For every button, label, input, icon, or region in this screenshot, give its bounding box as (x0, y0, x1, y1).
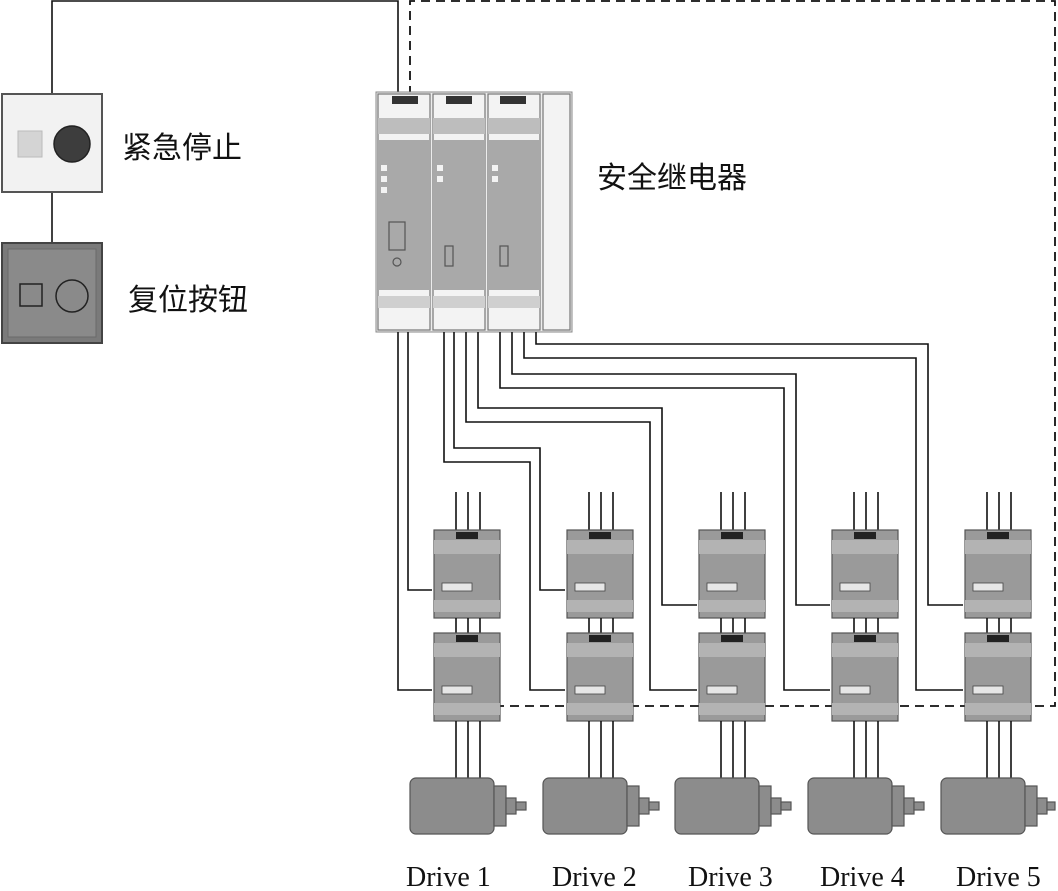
contactor-upper (964, 492, 1032, 619)
drive-label-1: Drive 1 (406, 862, 491, 891)
emergency-stop-button-icon[interactable] (53, 125, 91, 163)
reset-button-icon[interactable] (55, 279, 89, 313)
drive-label-2: Drive 2 (552, 862, 637, 891)
drive-label-5: Drive 5 (956, 862, 1041, 891)
relay-module-1 (377, 93, 431, 331)
motor (940, 777, 1056, 835)
drive-column-5 (940, 492, 1056, 835)
motor (807, 777, 925, 835)
contactor-lower (698, 618, 766, 722)
motor (542, 777, 660, 835)
drive-label-4: Drive 4 (820, 862, 905, 891)
emergency-stop-label: 紧急停止 (122, 131, 242, 166)
contactor-upper (566, 492, 634, 619)
motor (674, 777, 792, 835)
feedback-dashed-loop (409, 0, 1056, 707)
contactor-lower (566, 618, 634, 722)
contactor-lower (831, 618, 899, 722)
drive-column-2 (542, 492, 660, 835)
drive-column-3 (674, 492, 792, 835)
relay-module-3 (487, 93, 541, 331)
safety-relay-label: 安全继电器 (597, 161, 747, 196)
reset-button-box[interactable] (1, 242, 103, 344)
emergency-stop-box[interactable] (1, 93, 103, 193)
safety-relay (375, 91, 573, 333)
drive-label-3: Drive 3 (688, 862, 773, 891)
contactor-upper (831, 492, 899, 619)
drive-column-4 (807, 492, 925, 835)
contactor-upper (698, 492, 766, 619)
drive-column-1 (409, 492, 527, 835)
contactor-lower (433, 618, 501, 722)
relay-module-2 (432, 93, 486, 331)
relay-output-wires (397, 332, 963, 691)
reset-button-label: 复位按钮 (128, 283, 248, 318)
motor (409, 777, 527, 835)
contactor-lower (964, 618, 1032, 722)
estop-wire-top (51, 0, 399, 95)
contactor-upper (433, 492, 501, 619)
